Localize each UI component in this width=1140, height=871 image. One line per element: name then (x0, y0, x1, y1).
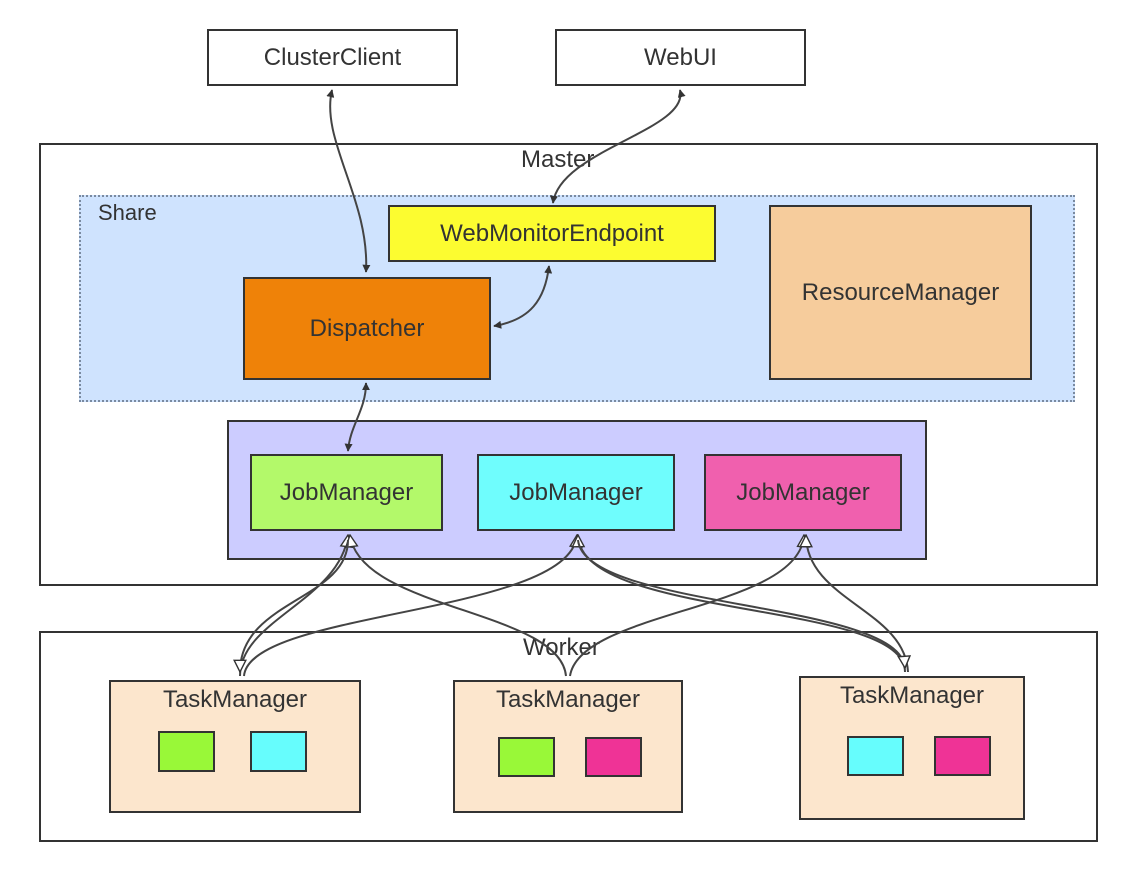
job-manager-2: JobManager (477, 454, 675, 531)
resource-manager-box: ResourceManager (769, 205, 1032, 380)
link-tm1-jm2 (243, 535, 577, 677)
task-manager-2: TaskManager (453, 680, 683, 813)
worker-container (39, 631, 1098, 842)
arrow-clusterclient-dispatcher (326, 89, 371, 273)
web-ui-label: WebUI (644, 43, 717, 71)
task-slot-3-1 (847, 736, 904, 776)
cluster-client-label: ClusterClient (263, 43, 402, 71)
link-tm2-jm3 (569, 535, 804, 677)
link-tm3-jm3 (806, 535, 909, 673)
arrow-webmonitor-dispatcher (493, 265, 553, 329)
link-tm1-jm1 (239, 535, 348, 677)
dispatcher-label: Dispatcher (309, 314, 425, 342)
task-manager-3-label: TaskManager (839, 682, 985, 709)
arrow-dispatcher-jobmanager (344, 382, 370, 452)
job-manager-2-label: JobManager (509, 478, 643, 506)
job-manager-1: JobManager (250, 454, 443, 531)
task-slot-1-2 (250, 731, 307, 772)
task-manager-1: TaskManager (109, 680, 361, 813)
share-label: Share (98, 200, 157, 225)
link-jm2-tm3 (577, 539, 905, 668)
link-jm1-tm1 (240, 539, 349, 672)
dispatcher-box: Dispatcher (243, 277, 491, 380)
job-manager-1-label: JobManager (279, 478, 414, 506)
task-slot-2-1 (498, 737, 555, 777)
web-ui-box: WebUI (555, 29, 806, 86)
task-manager-2-label: TaskManager (495, 686, 641, 713)
link-tm2-jm1 (350, 535, 567, 677)
task-slot-3-2 (934, 736, 991, 776)
cluster-client-box: ClusterClient (207, 29, 458, 86)
task-slot-1-1 (158, 731, 215, 772)
web-monitor-endpoint-box: WebMonitorEndpoint (388, 205, 716, 262)
task-manager-1-label: TaskManager (162, 686, 308, 713)
task-slot-2-2 (585, 737, 642, 777)
web-monitor-endpoint-label: WebMonitorEndpoint (440, 219, 664, 247)
job-manager-3-label: JobManager (736, 478, 870, 506)
arrow-webui-webmonitor (549, 89, 686, 204)
job-manager-3: JobManager (704, 454, 902, 531)
resource-manager-label: ResourceManager (801, 278, 1000, 306)
